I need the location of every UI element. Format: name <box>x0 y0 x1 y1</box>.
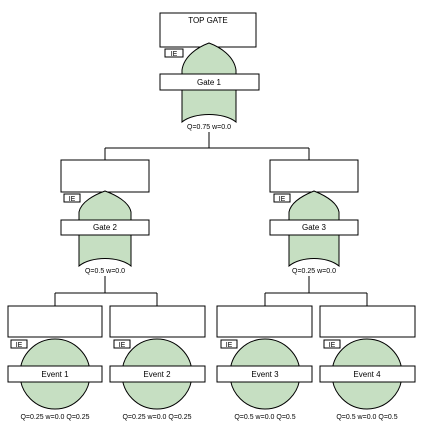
event-label: Event 4 <box>353 370 381 379</box>
event-stats: Q=0.25 w=0.0 Q=0.25 <box>20 414 89 421</box>
gate-label-box <box>159 73 260 91</box>
event-title-box <box>109 305 206 338</box>
ie-tag-label: IE <box>226 342 233 349</box>
ie-tag-box <box>113 339 131 349</box>
event-title-box <box>216 305 313 338</box>
event2-node[interactable]: IE Event 2 Q=0.25 w=0.0 Q=0.25 <box>109 305 206 421</box>
gate-label: Gate 2 <box>93 223 118 232</box>
ie-tag-label: IE <box>69 196 76 203</box>
event-label: Event 3 <box>251 370 279 379</box>
event-label-box <box>109 365 206 383</box>
ie-tag-box <box>323 339 341 349</box>
event-label-box <box>216 365 313 383</box>
gate2-node[interactable]: IE Gate 2 Q=0.5 w=0.0 <box>60 159 150 275</box>
event3-node[interactable]: IE Event 3 Q=0.5 w=0.0 Q=0.5 <box>216 305 313 421</box>
gate-stats: Q=0.25 w=0.0 <box>292 268 336 275</box>
ie-tag-box <box>164 48 184 58</box>
ie-tag-box <box>10 339 28 349</box>
event-stats: Q=0.5 w=0.0 Q=0.5 <box>336 414 397 421</box>
gate-label: Gate 3 <box>302 223 327 232</box>
ie-tag-label: IE <box>329 342 336 349</box>
event-label-box <box>7 365 103 383</box>
gate-label-box <box>60 219 150 236</box>
ie-tag-label: IE <box>16 342 23 349</box>
gate-label: Gate 1 <box>197 78 222 87</box>
ie-tag-label: IE <box>171 51 178 58</box>
gate3-node[interactable]: IE Gate 3 Q=0.25 w=0.0 <box>269 159 359 275</box>
event-title-box <box>319 305 416 338</box>
gate-label-box <box>269 219 359 236</box>
top-gate-title-box <box>159 12 257 48</box>
event-title-box <box>7 305 103 338</box>
event-stats: Q=0.25 w=0.0 Q=0.25 <box>122 414 191 421</box>
event1-node[interactable]: IE Event 1 Q=0.25 w=0.0 Q=0.25 <box>7 305 103 421</box>
top-gate-title: TOP GATE <box>188 16 228 25</box>
event4-node[interactable]: IE Event 4 Q=0.5 w=0.0 Q=0.5 <box>319 305 416 421</box>
ie-tag-box <box>63 193 81 203</box>
event-stats: Q=0.5 w=0.0 Q=0.5 <box>234 414 295 421</box>
gate3-title-box <box>269 159 359 193</box>
ie-tag-box <box>220 339 238 349</box>
event-label-box <box>319 365 416 383</box>
ie-tag-box <box>273 193 291 203</box>
top-gate-node[interactable]: TOP GATE IE Gate 1 Q=0.75 w=0.0 <box>159 12 260 131</box>
ie-tag-label: IE <box>119 342 126 349</box>
ie-tag-label: IE <box>279 196 286 203</box>
event-label: Event 1 <box>41 370 69 379</box>
gate-stats: Q=0.5 w=0.0 <box>85 268 125 275</box>
gate2-title-box <box>60 159 150 193</box>
connector-lines <box>54 132 368 306</box>
gate-stats: Q=0.75 w=0.0 <box>187 124 231 131</box>
event-label: Event 2 <box>143 370 171 379</box>
